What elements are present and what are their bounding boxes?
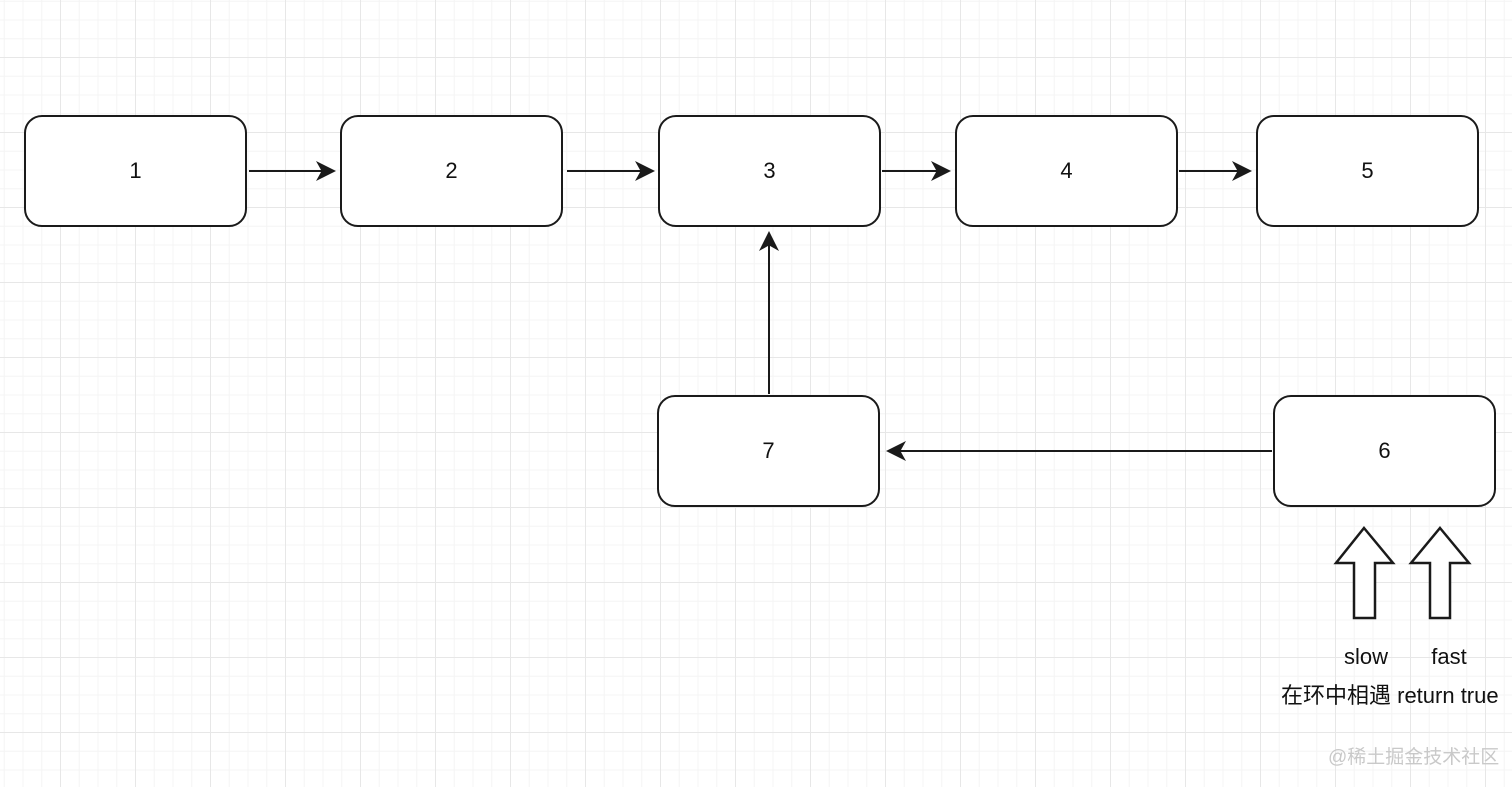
node-4: 4 bbox=[955, 115, 1178, 227]
fast-pointer-arrow-icon bbox=[1408, 526, 1472, 620]
node-3-label: 3 bbox=[763, 158, 776, 183]
slow-pointer-label: slow bbox=[1343, 644, 1388, 669]
node-2-label: 2 bbox=[445, 158, 458, 183]
node-6-label: 6 bbox=[1378, 438, 1391, 463]
fast-pointer-label: fast bbox=[1431, 644, 1467, 669]
node-1: 1 bbox=[24, 115, 247, 227]
watermark: @稀土掘金技术社区 bbox=[1328, 747, 1500, 768]
node-5: 5 bbox=[1256, 115, 1479, 227]
node-4-label: 4 bbox=[1060, 158, 1073, 183]
node-3: 3 bbox=[658, 115, 881, 227]
node-7: 7 bbox=[657, 395, 880, 507]
node-2: 2 bbox=[340, 115, 563, 227]
node-5-label: 5 bbox=[1361, 158, 1374, 183]
cycle-meet-annotation: 在环中相遇 return true bbox=[1281, 683, 1499, 708]
node-7-label: 7 bbox=[762, 438, 775, 463]
slow-pointer-arrow-icon bbox=[1333, 526, 1396, 620]
node-1-label: 1 bbox=[129, 158, 142, 183]
node-6: 6 bbox=[1273, 395, 1496, 507]
